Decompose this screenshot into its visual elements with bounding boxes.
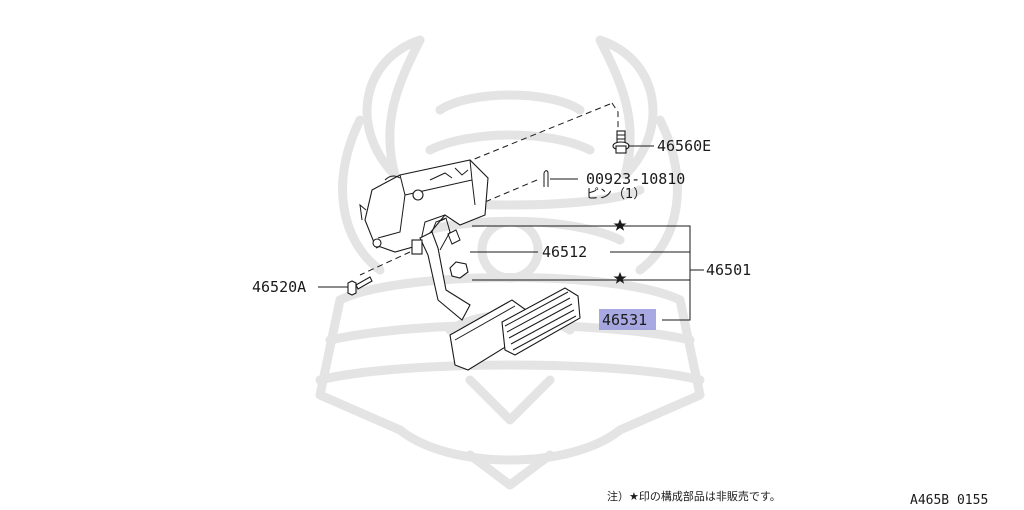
star-icon — [613, 272, 627, 284]
part-label-46520a[interactable]: 46520A — [252, 278, 306, 296]
star-markers — [613, 219, 627, 284]
part-sublabel-pin: ピン（1） — [586, 187, 646, 202]
pedal-pad-46531 — [501, 287, 581, 356]
diagram-code: A465B 0155 — [910, 493, 988, 508]
watermark-logo — [315, 35, 705, 490]
part-label-46501[interactable]: 46501 — [706, 261, 751, 279]
footer-note: 注）★印の構成部品は非販売です。 — [607, 489, 781, 503]
leader-lines — [318, 145, 704, 321]
star-icon — [613, 219, 627, 231]
part-label-46512[interactable]: 46512 — [542, 243, 587, 261]
part-label-46531[interactable]: 46531 — [602, 311, 647, 329]
part-label-46560e[interactable]: 46560E — [657, 137, 711, 155]
pedal-bracket — [359, 159, 489, 253]
pin-00923 — [543, 170, 549, 187]
bolt-46560e — [612, 130, 630, 154]
highlight-box — [599, 309, 656, 330]
part-labels: 46560E 00923-10810 ピン（1） 46512 46501 465… — [252, 137, 751, 329]
pedal-arm — [411, 217, 471, 321]
part-label-00923-10810[interactable]: 00923-10810 — [586, 170, 685, 188]
bolt-46520a — [347, 276, 373, 296]
stopper-46512 — [449, 261, 469, 279]
